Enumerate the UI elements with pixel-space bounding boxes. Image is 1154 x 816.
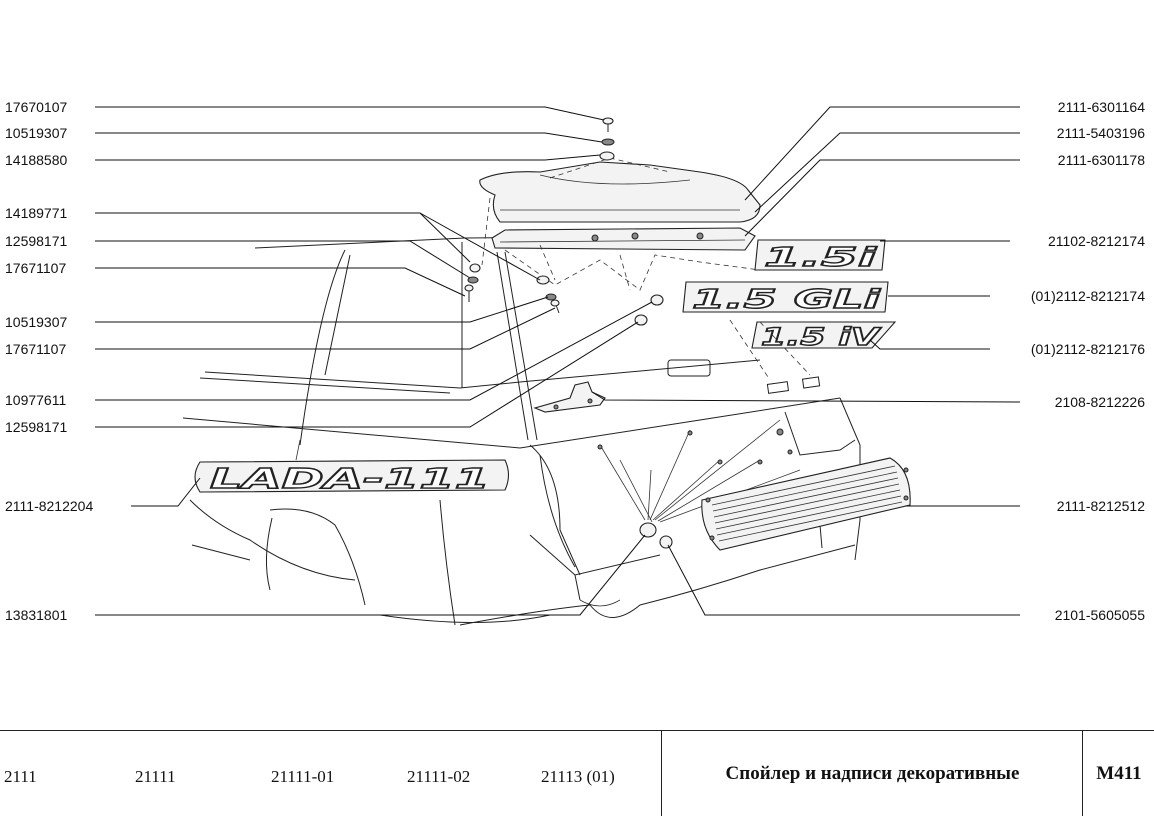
part-label: 2111-6301178 (1058, 152, 1145, 168)
badge-15gli-text: 1.5 GLi (692, 285, 882, 315)
section-code: M411 (1082, 731, 1154, 816)
part-label: 10519307 (5, 125, 68, 141)
badge-15iv-text: 1.5 iV (761, 323, 883, 351)
badge-15i-text: 1.5i (764, 243, 878, 273)
part-label: 2111-8212512 (1057, 498, 1145, 514)
rear-grille-panel (701, 457, 911, 551)
part-label: 2111-8212204 (5, 498, 93, 514)
fasteners (464, 117, 801, 549)
part-label: 2101-5605055 (1055, 607, 1146, 623)
title-block: 2111 21111 21111-01 21111-02 21113 (01) … (0, 730, 1154, 816)
spoiler (479, 157, 761, 291)
part-label: 14189771 (5, 205, 68, 221)
badge-15i: 1.5i (754, 239, 886, 274)
parts-diagram: LADA-111 1.5i 1.5 GLi 1.5 iV (5, 99, 1145, 626)
right-part-labels: 2111-6301164 2111-5403196 2111-6301178 2… (1031, 99, 1145, 623)
badge-mounting-marks (729, 319, 821, 394)
part-label: 12598171 (5, 419, 68, 435)
lada-badge: LADA-111 (194, 459, 510, 496)
lada-badge-text: LADA-111 (210, 462, 490, 495)
car-body (182, 235, 861, 626)
badge-15gli: 1.5 GLi (682, 281, 889, 316)
leader-lines-left (95, 106, 653, 616)
part-label: (01)2112-8212176 (1031, 341, 1145, 357)
part-label: 14188580 (5, 152, 68, 168)
part-label: 17670107 (5, 99, 68, 115)
part-label: 2108-8212226 (1055, 394, 1146, 410)
model-code: 21111 (135, 767, 176, 786)
part-label: 17671107 (5, 341, 66, 357)
model-code: 2111 (4, 767, 37, 786)
part-label: 21102-8212174 (1048, 233, 1145, 249)
part-label: 12598171 (5, 233, 68, 249)
part-label: (01)2112-8212174 (1031, 288, 1145, 304)
model-code: 21113 (01) (541, 767, 615, 786)
badge-15iv: 1.5 iV (751, 321, 897, 352)
part-label: 2111-5403196 (1057, 125, 1145, 141)
part-label: 10519307 (5, 314, 68, 330)
model-code: 21111-01 (271, 767, 335, 786)
model-code: 21111-02 (407, 767, 471, 786)
part-label: 13831801 (5, 607, 68, 623)
section-title: Спойлер и надписи декоративные (661, 731, 1083, 816)
part-label: 17671107 (5, 260, 66, 276)
left-part-labels: 17670107 10519307 14188580 14189771 1259… (5, 99, 93, 623)
part-label: 2111-6301164 (1058, 99, 1145, 115)
part-label: 10977611 (5, 392, 66, 408)
leader-lines-right (591, 106, 1021, 616)
